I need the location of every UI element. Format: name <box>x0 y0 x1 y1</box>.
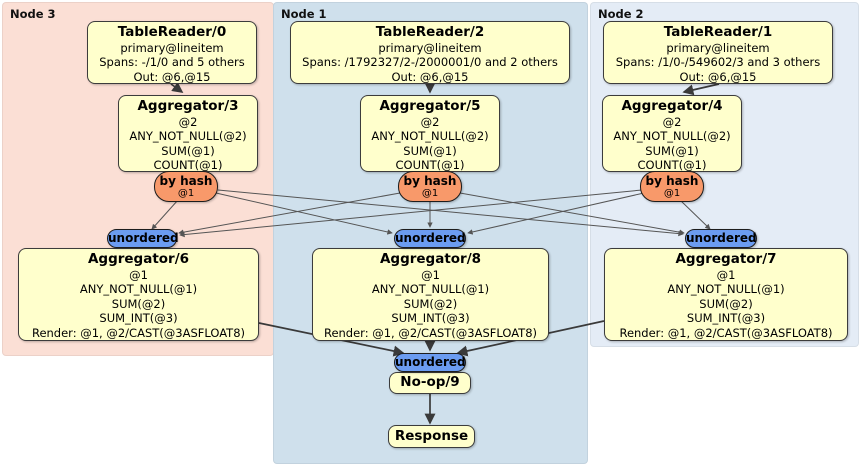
edge-hash3-sync3 <box>151 199 179 230</box>
processor-detail: COUNT(@1) <box>153 158 223 173</box>
processor-title: TableReader/2 <box>375 24 485 40</box>
processor-detail: SUM_INT(@3) <box>391 311 470 326</box>
edge-hash3-sync1 <box>215 192 393 235</box>
processor-title: Aggregator/6 <box>87 251 190 267</box>
processor-detail: primary@lineitem <box>120 41 224 55</box>
processor-tablereader-1: TableReader/1 primary@lineitem Spans: /1… <box>603 21 833 84</box>
edge-hash2-sync1 <box>467 192 645 235</box>
processor-tablereader-2: TableReader/2 primary@lineitem Spans: /1… <box>290 21 570 84</box>
sync-label: unordered <box>395 231 466 245</box>
sync-label: unordered <box>395 355 466 369</box>
processor-detail: COUNT(@1) <box>395 158 465 173</box>
processor-detail: SUM(@1) <box>161 143 215 158</box>
processor-detail: primary@lineitem <box>666 41 770 55</box>
processor-aggregator-5: Aggregator/5 @2 ANY_NOT_NULL(@2) SUM(@1)… <box>360 95 500 172</box>
sync-unordered-node3: unordered <box>107 229 179 248</box>
processor-tablereader-0: TableReader/0 primary@lineitem Spans: -/… <box>87 21 257 84</box>
processor-detail: ANY_NOT_NULL(@1) <box>79 282 198 297</box>
processor-detail: @1 <box>716 268 736 282</box>
processor-detail: ANY_NOT_NULL(@2) <box>129 129 247 144</box>
processor-detail: Spans: /1792327/2-/2000001/0 and 2 other… <box>302 55 558 70</box>
processor-detail: primary@lineitem <box>378 41 482 55</box>
processor-detail: SUM(@2) <box>111 296 166 311</box>
edge-hash2-sync3 <box>179 189 643 238</box>
router-by-hash-node2: by hash @1 <box>640 171 704 202</box>
processor-title: TableReader/1 <box>663 24 773 40</box>
processor-detail: Out: @6,@15 <box>391 69 469 84</box>
processor-title: No-op/9 <box>400 374 460 390</box>
processor-title: TableReader/0 <box>117 24 227 40</box>
processor-detail: Spans: -/1/0 and 5 others <box>99 55 245 70</box>
processor-detail: SUM(@2) <box>403 296 458 311</box>
processor-title: Aggregator/8 <box>379 251 482 267</box>
router-detail: @1 <box>663 188 681 199</box>
router-label: by hash <box>159 174 213 188</box>
sync-unordered-final: unordered <box>394 353 466 372</box>
router-by-hash-node3: by hash @1 <box>154 171 218 202</box>
edge-tr0-agg3 <box>170 82 184 93</box>
sync-label: unordered <box>108 231 179 245</box>
processor-detail: SUM_INT(@3) <box>686 311 766 326</box>
edge-hash1-sync3 <box>178 192 401 235</box>
processor-title: Aggregator/4 <box>621 98 723 114</box>
processor-detail: SUM(@1) <box>403 143 457 158</box>
region-node3-label: Node 3 <box>10 7 56 21</box>
sync-unordered-node2: unordered <box>685 229 757 248</box>
edge-hash1-sync2 <box>459 192 685 235</box>
processor-aggregator-7: Aggregator/7 @1 ANY_NOT_NULL(@1) SUM(@2)… <box>604 248 848 341</box>
processor-detail: SUM(@1) <box>645 143 699 158</box>
router-detail: @1 <box>177 188 195 199</box>
processor-detail: @2 <box>178 115 198 129</box>
processor-detail: SUM_INT(@3) <box>99 311 178 326</box>
processor-title: Aggregator/3 <box>137 98 239 114</box>
processor-detail: ANY_NOT_NULL(@2) <box>371 129 489 144</box>
processor-detail: @1 <box>129 268 148 282</box>
edge-hash2-sync2 <box>679 199 711 230</box>
processor-title: Aggregator/7 <box>675 251 777 267</box>
processor-aggregator-3: Aggregator/3 @2 ANY_NOT_NULL(@2) SUM(@1)… <box>118 95 258 172</box>
processor-detail: @2 <box>662 115 682 129</box>
sync-unordered-node1: unordered <box>394 229 466 248</box>
processor-aggregator-8: Aggregator/8 @1 ANY_NOT_NULL(@1) SUM(@2)… <box>312 248 549 341</box>
processor-detail: COUNT(@1) <box>637 158 707 173</box>
processor-detail: Render: @1, @2/CAST(@3ASFLOAT8) <box>31 325 246 340</box>
processor-aggregator-6: Aggregator/6 @1 ANY_NOT_NULL(@1) SUM(@2)… <box>18 248 259 341</box>
region-node2-label: Node 2 <box>598 7 644 21</box>
router-label: by hash <box>645 174 699 188</box>
processor-detail: ANY_NOT_NULL(@1) <box>371 282 490 297</box>
sync-label: unordered <box>686 231 757 245</box>
processor-detail: @1 <box>421 268 440 282</box>
processor-detail: Out: @6,@15 <box>679 69 757 84</box>
processor-detail: Render: @1, @2/CAST(@3ASFLOAT8) <box>619 325 833 340</box>
processor-detail: @2 <box>420 115 440 129</box>
processor-detail: Out: @6,@15 <box>133 69 211 84</box>
router-label: by hash <box>403 174 457 188</box>
router-by-hash-node1: by hash @1 <box>398 171 462 202</box>
router-detail: @1 <box>421 188 439 199</box>
region-node1-label: Node 1 <box>281 7 327 21</box>
edge-hash3-sync2 <box>217 189 684 237</box>
processor-title: Aggregator/5 <box>379 98 481 114</box>
processor-detail: Spans: /1/0-/549602/3 and 3 others <box>615 55 821 70</box>
processor-detail: SUM(@2) <box>699 296 753 311</box>
processor-noop-9: No-op/9 <box>389 372 471 394</box>
processor-aggregator-4: Aggregator/4 @2 ANY_NOT_NULL(@2) SUM(@1)… <box>602 95 742 172</box>
processor-detail: ANY_NOT_NULL(@2) <box>613 129 731 144</box>
response-node: Response <box>388 425 475 448</box>
processor-detail: Render: @1, @2/CAST(@3ASFLOAT8) <box>323 325 538 340</box>
processor-title: Response <box>394 428 469 444</box>
processor-detail: ANY_NOT_NULL(@1) <box>667 282 785 297</box>
edge-tr1-agg4 <box>682 83 720 96</box>
